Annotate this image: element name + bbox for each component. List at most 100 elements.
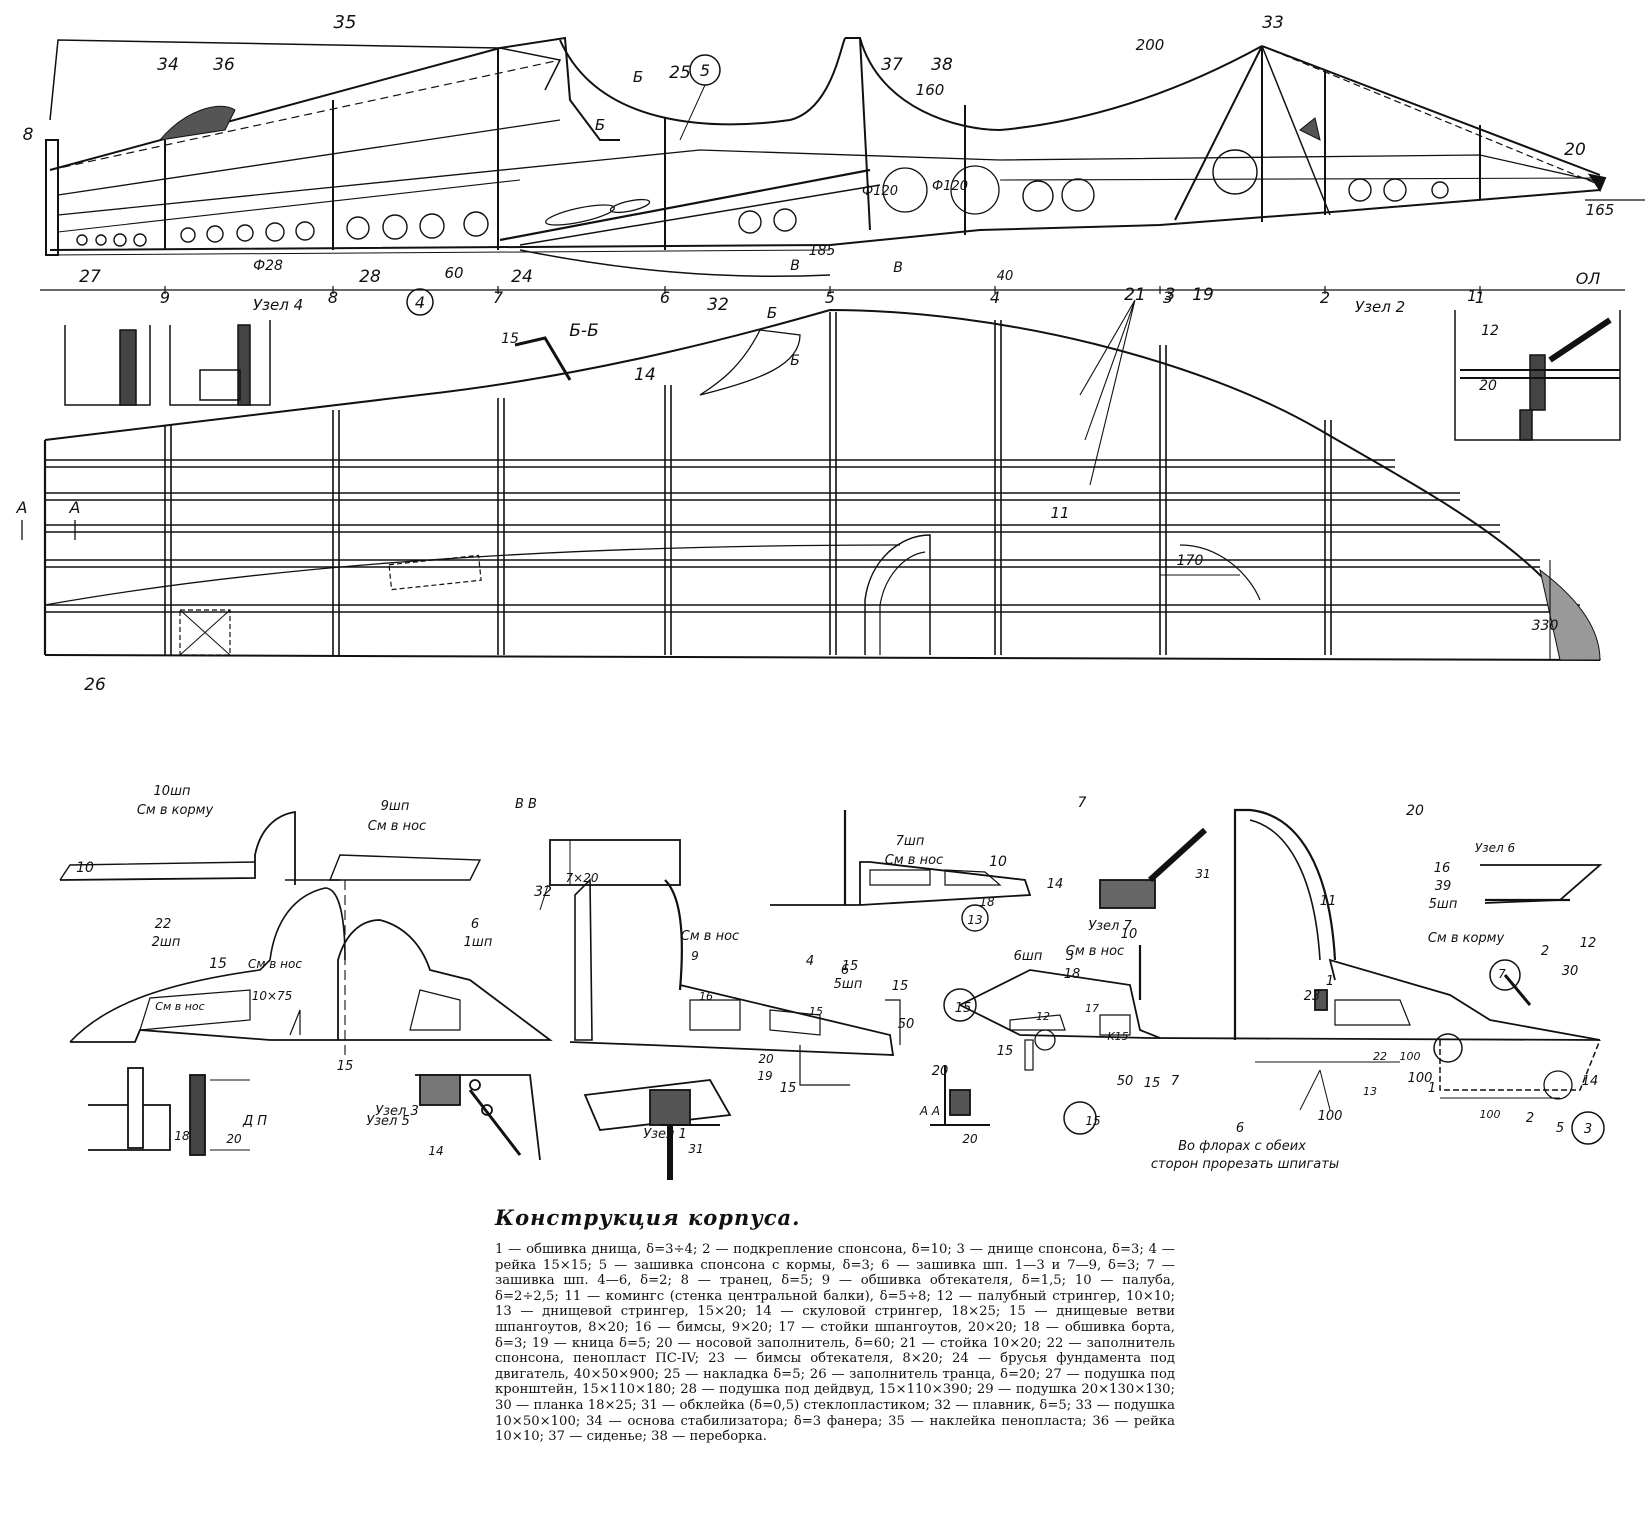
- drawing-label-sections: 15: [955, 1001, 972, 1016]
- drawing-label-top-view: Ф120: [932, 179, 968, 194]
- drawing-label-sections: 6шп: [1014, 949, 1043, 964]
- drawing-label-sections: A A: [919, 1104, 940, 1118]
- drawing-label-plan-view: 14: [634, 365, 656, 385]
- drawing-label-sections: 14: [428, 1144, 443, 1158]
- drawing-label-top-view: 27: [79, 267, 101, 287]
- drawing-label-sections: 10: [989, 854, 1007, 870]
- drawing-label-sections: См в корму: [137, 803, 214, 818]
- drawing-label-top-view: Ф120: [862, 184, 898, 199]
- figure-caption: Конструкция корпуса. 1 — обшивка днища, …: [495, 1205, 1175, 1445]
- drawing-label-sections: 100: [1408, 1071, 1433, 1086]
- drawing-label-sections: 13: [967, 913, 982, 927]
- drawing-label-sections: 20: [226, 1132, 242, 1146]
- drawing-label-sections: См в нос: [681, 929, 739, 944]
- frame-sections: [59, 808, 1605, 1180]
- drawing-label-top-view: 37: [881, 55, 903, 75]
- drawing-label-plan-view: Узел 4: [253, 296, 303, 314]
- drawing-label-sections: 20: [758, 1052, 774, 1066]
- drawing-label-sections: 10шп: [154, 784, 191, 799]
- drawing-label-plan-view: 19: [1192, 285, 1214, 305]
- drawing-label-sections: См в нос: [368, 819, 426, 834]
- drawing-label-sections: 5шп: [834, 977, 863, 992]
- drawing-label-sections: 6: [841, 963, 849, 978]
- drawing-label-top-view: 28: [359, 267, 381, 287]
- drawing-label-plan-view: Б: [790, 353, 800, 369]
- drawing-label-sections: Узел 6: [1475, 841, 1516, 855]
- drawing-label-sections: 22: [1373, 1050, 1387, 1063]
- drawing-label-plan-view: 20: [1479, 378, 1497, 394]
- drawing-label-top-view: 20: [1564, 140, 1586, 160]
- drawing-label-top-view: 160: [916, 81, 945, 99]
- drawing-label-plan-view: Б: [767, 304, 777, 322]
- drawing-label-sections: 15: [997, 1044, 1014, 1059]
- drawing-label-sections: 9шп: [381, 799, 410, 814]
- plan-view: [21, 299, 1601, 661]
- drawing-label-plan-view: A: [69, 498, 81, 517]
- drawing-label-plan-view: 11: [1050, 504, 1069, 522]
- drawing-label-sections: 20: [962, 1132, 978, 1146]
- drawing-label-stations: 7: [493, 288, 504, 307]
- drawing-label-top-view: В: [790, 258, 800, 274]
- drawing-label-sections: K15: [1107, 1030, 1128, 1043]
- drawing-label-sections: 5: [1556, 1121, 1564, 1136]
- drawing-label-sections: 6: [471, 917, 479, 932]
- drawing-label-sections: 2шп: [152, 935, 181, 950]
- drawing-label-sections: 19: [757, 1069, 772, 1083]
- drawing-label-sections: 100: [1318, 1109, 1343, 1124]
- drawing-label-top-view: Ф28: [253, 258, 283, 274]
- drawing-label-sections: 1шп: [464, 935, 493, 950]
- drawing-label-sections: Узел 7: [1088, 919, 1132, 934]
- drawing-label-stations: ОЛ: [1576, 269, 1601, 288]
- drawing-label-sections: См в нос: [885, 853, 943, 868]
- drawing-label-sections: 15: [892, 979, 909, 994]
- drawing-label-sections: Д П: [242, 1114, 267, 1129]
- drawing-label-stations: 6: [660, 288, 670, 307]
- drawing-label-sections: 15: [209, 956, 227, 972]
- drawing-label-sections: 7: [1078, 795, 1087, 811]
- drawing-label-sections: 15: [842, 959, 859, 974]
- drawing-label-sections: Узел 5: [366, 1114, 410, 1129]
- drawing-label-sections: 2: [1541, 944, 1549, 959]
- drawing-label-sections: 1: [1326, 974, 1334, 989]
- drawing-label-stations: 3: [1163, 288, 1173, 307]
- drawing-label-sections: 1: [1428, 1081, 1436, 1096]
- drawing-label-sections: 31: [688, 1142, 703, 1156]
- drawing-label-sections: 50: [898, 1017, 915, 1032]
- drawing-label-sections: Узел 1: [643, 1127, 687, 1142]
- drawing-label-sections: 23: [1304, 989, 1321, 1004]
- drawing-label-sections: 6: [1236, 1121, 1244, 1136]
- drawing-label-sections: сторон прорезать шпигаты: [1151, 1157, 1339, 1172]
- drawing-label-stations: 1: [1475, 288, 1485, 307]
- drawing-label-sections: См в нос: [1066, 944, 1124, 959]
- drawing-label-plan-view: 15: [501, 331, 519, 347]
- drawing-label-sections: 10: [76, 860, 94, 876]
- drawing-label-sections: См в нос: [248, 957, 302, 971]
- caption-title: Конструкция корпуса.: [495, 1205, 801, 1230]
- drawing-label-plan-view: Б-Б: [569, 321, 598, 341]
- drawing-label-stations: 4: [415, 293, 425, 312]
- drawing-label-stations: 8: [328, 288, 338, 307]
- drawing-label-plan-view: 1: [1467, 287, 1477, 305]
- drawing-label-sections: 7шп: [896, 834, 925, 849]
- drawing-label-top-view: 185: [809, 243, 836, 259]
- drawing-label-stations: 5: [825, 288, 835, 307]
- drawing-label-sections: См в нос: [155, 1000, 204, 1013]
- drawing-label-top-view: 24: [511, 267, 533, 287]
- drawing-label-sections: В В: [515, 797, 537, 812]
- drawing-label-plan-view: 12: [1481, 323, 1499, 339]
- drawing-label-sections: 10×75: [252, 989, 293, 1003]
- drawing-label-plan-view: A: [16, 498, 28, 517]
- drawing-label-top-view: 32: [707, 295, 729, 315]
- drawing-label-sections: 10: [1121, 927, 1138, 942]
- drawing-label-top-view: 38: [931, 55, 953, 75]
- drawing-label-plan-view: 26: [84, 675, 106, 695]
- drawing-label-top-view: Б: [633, 68, 643, 86]
- drawing-label-sections: 30: [1562, 964, 1579, 979]
- drawing-label-stations: 4: [990, 288, 1000, 307]
- drawing-label-sections: 3: [1584, 1122, 1592, 1137]
- drawing-label-sections: 16: [699, 990, 713, 1003]
- drawing-label-sections: 32: [534, 884, 552, 900]
- drawing-label-top-view: Б: [595, 116, 605, 134]
- drawing-label-sections: 18: [979, 895, 995, 909]
